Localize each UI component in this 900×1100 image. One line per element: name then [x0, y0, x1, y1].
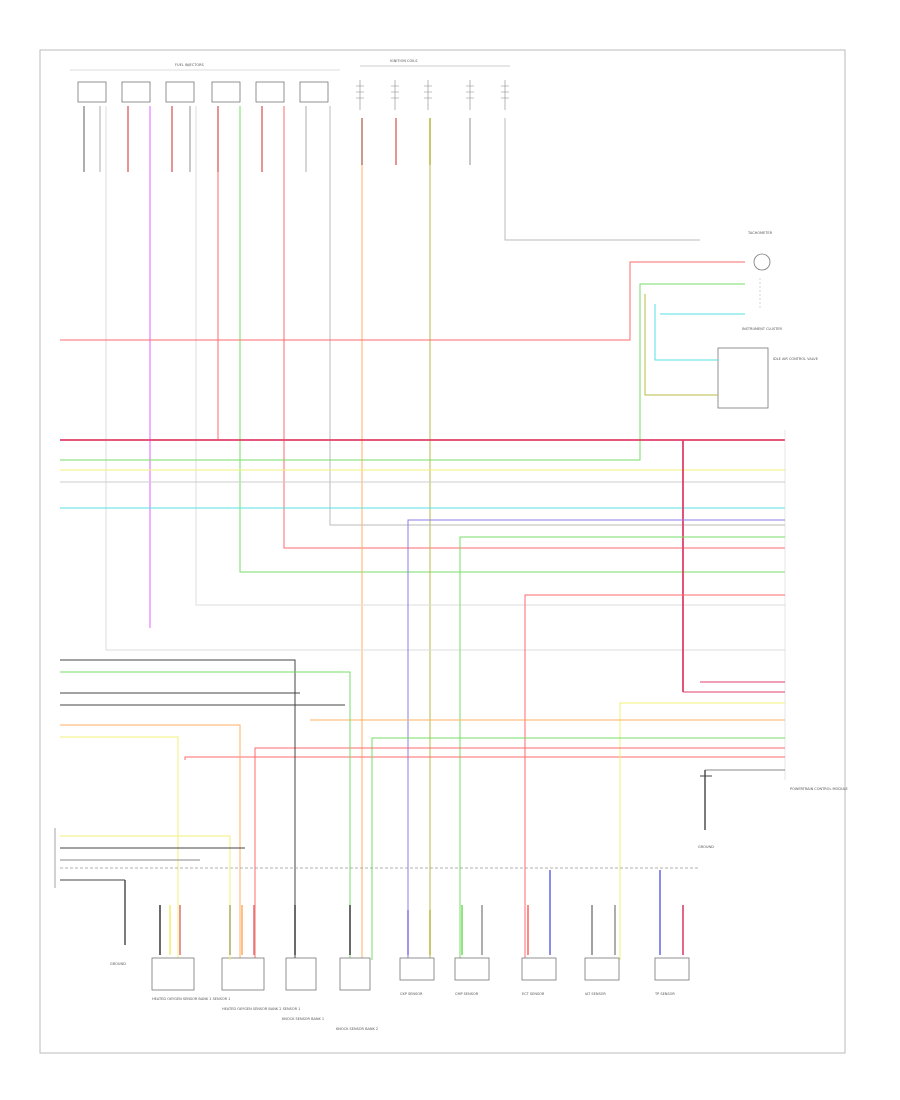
ignition-coils-label: IGNITION COILS — [390, 59, 418, 63]
top-vertical-wires — [105, 106, 785, 960]
component-label-5: CKP SENSOR — [400, 992, 423, 996]
component-label-3: KNOCK SENSOR BANK 1 — [282, 1017, 324, 1021]
wire-orange-2 — [60, 724, 241, 960]
left-ground-label: GROUND — [110, 962, 126, 966]
tachometer-label: TACHOMETER — [747, 231, 773, 235]
injector-3 — [165, 81, 195, 103]
coil-2-symbol — [391, 80, 399, 110]
idle-air-control-group: IDLE AIR CONTROL VALVE — [717, 347, 818, 409]
coil-1-symbol — [356, 80, 364, 110]
component-labels: HEATED OXYGEN SENSOR BANK 1 SENSOR 1 HEA… — [152, 992, 675, 1031]
fuel-injectors-label: FUEL INJECTORS — [175, 63, 205, 67]
wire-gray-left — [105, 106, 785, 651]
bottom-components — [151, 957, 690, 991]
injector-wire-stubs — [83, 106, 471, 172]
component-label-8: IAT SENSOR — [585, 992, 606, 996]
wire-green-iac — [60, 283, 745, 461]
idle-air-control-label: IDLE AIR CONTROL VALVE — [773, 357, 818, 361]
component-2 — [221, 957, 265, 991]
wire-olive-iac — [644, 294, 718, 396]
component-label-4: KNOCK SENSOR BANK 2 — [336, 1027, 378, 1031]
wire-purple-sensor — [407, 519, 785, 960]
instrument-cluster-label: INSTRUMENT CLUSTER — [742, 327, 782, 331]
coil-3-symbol — [424, 80, 432, 110]
component-5 — [399, 957, 435, 981]
wire-green-lower — [371, 737, 785, 960]
wire-green-2 — [60, 671, 351, 960]
injector-1 — [77, 81, 107, 103]
component-label-2: HEATED OXYGEN SENSOR BANK 2 SENSOR 1 — [222, 1007, 300, 1011]
ignition-coil-group — [356, 80, 509, 110]
wire-yellow-bracket — [60, 835, 231, 960]
right-ground-group: GROUND — [698, 770, 714, 849]
idle-air-control-box — [717, 347, 769, 409]
wire-red-tach — [60, 261, 745, 341]
wire-green-top — [239, 106, 785, 573]
component-label-6: CMP SENSOR — [455, 992, 479, 996]
wire-red-lower-2 — [254, 747, 785, 960]
wire-gray-mid2 — [329, 106, 785, 526]
injector-6 — [299, 81, 329, 103]
left-lower-wires — [60, 659, 351, 960]
wire-yellow-2 — [60, 736, 179, 960]
component-7 — [521, 957, 557, 981]
wire-gray-coil — [504, 118, 700, 241]
component-4 — [339, 957, 371, 991]
sensor-wire-stubs — [159, 870, 684, 955]
pcm-connector: POWERTRAIN CONTROL MODULE — [784, 430, 848, 791]
injector-2 — [121, 81, 151, 103]
component-label-7: ECT SENSOR — [522, 992, 545, 996]
left-ground-group: GROUND — [54, 828, 126, 966]
pcm-label: POWERTRAIN CONTROL MODULE — [790, 787, 848, 791]
coil-4-symbol — [466, 80, 474, 110]
coil-5-symbol — [501, 80, 509, 110]
pcm-signal-wires — [184, 519, 785, 960]
wire-red-sensor — [524, 594, 785, 960]
wire-red-lower-1 — [184, 756, 785, 760]
component-9 — [654, 957, 690, 981]
right-upper-wires — [60, 261, 785, 509]
tachometer-symbol — [753, 253, 771, 271]
wire-black-1 — [60, 659, 296, 960]
injector-4 — [211, 81, 241, 103]
wire-cyan-iac-1 — [654, 304, 718, 361]
injector-group — [77, 81, 329, 103]
component-6 — [454, 957, 490, 981]
right-ground-label: GROUND — [698, 845, 714, 849]
wire-gray-mid — [195, 106, 785, 606]
component-label-1: HEATED OXYGEN SENSOR BANK 1 SENSOR 1 — [152, 997, 230, 1001]
wire-red-top-2 — [283, 106, 785, 549]
component-label-9: TP SENSOR — [654, 992, 675, 996]
left-bracket-wires — [60, 835, 245, 960]
wire-yellow-lower — [619, 702, 785, 960]
component-1 — [151, 957, 195, 991]
tachometer-group: TACHOMETER INSTRUMENT CLUSTER — [742, 231, 782, 331]
wire-green-sensor — [459, 536, 785, 960]
component-8 — [584, 957, 620, 981]
injector-5 — [255, 81, 285, 103]
diagram-border — [39, 49, 846, 1054]
component-3 — [285, 957, 317, 991]
